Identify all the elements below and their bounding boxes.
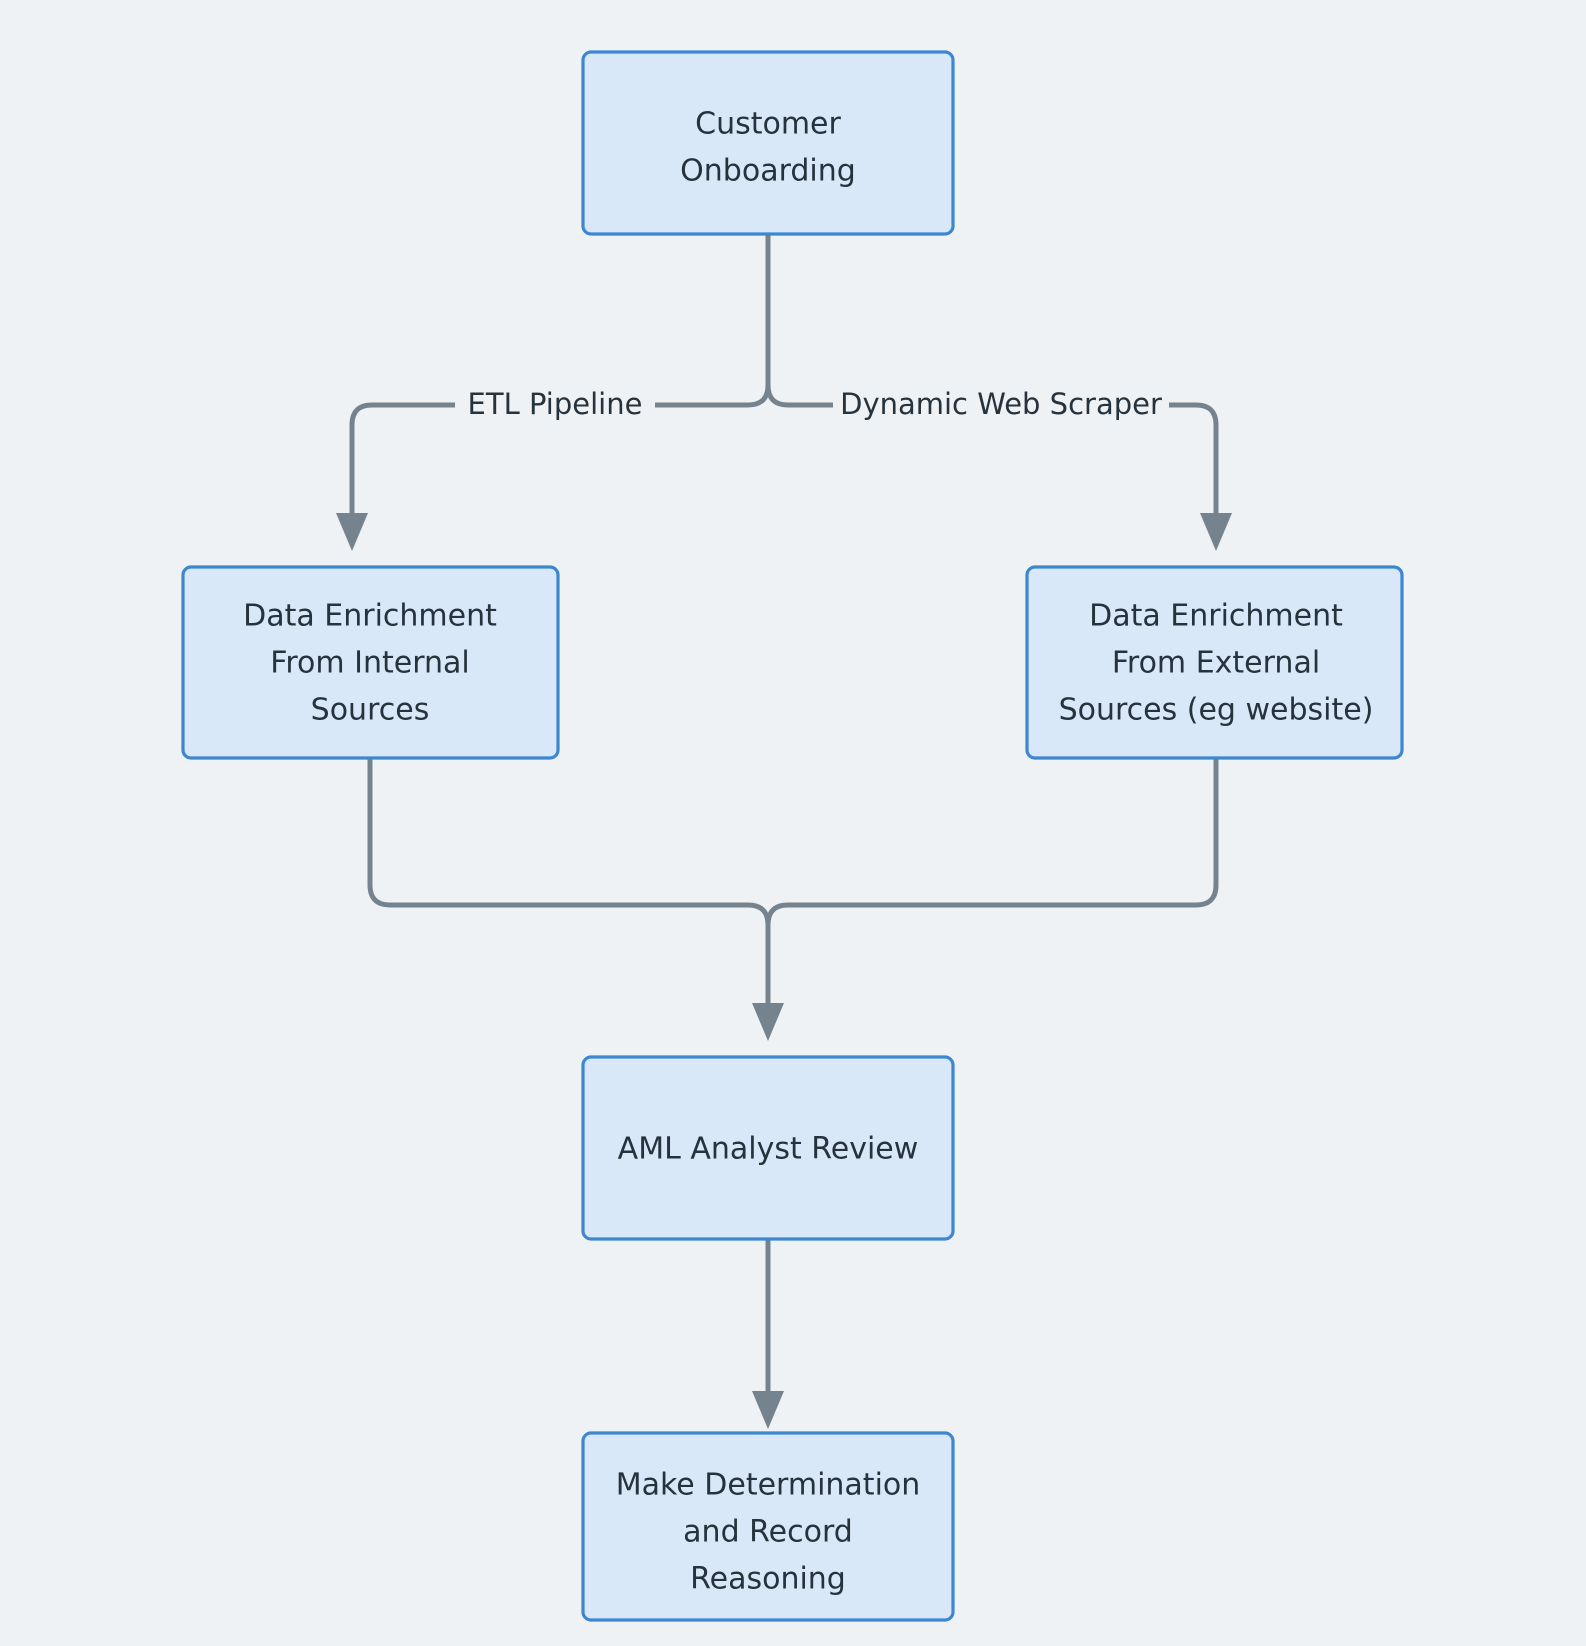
node-data-enrichment-external-line-1: Data Enrichment xyxy=(1089,599,1343,634)
edge-internal-to-review-arrowhead xyxy=(752,1003,784,1041)
edge-label-etl-pipeline: ETL Pipeline xyxy=(455,385,655,425)
edge-label-dynamic-web-scraper-background xyxy=(833,385,1169,425)
node-data-enrichment-internal-rect[interactable] xyxy=(181,565,560,760)
node-aml-analyst-review[interactable]: AML Analyst Review xyxy=(581,1055,955,1241)
edge-label-etl-pipeline-text: ETL Pipeline xyxy=(468,387,643,421)
node-data-enrichment-internal-line-2: From Internal xyxy=(270,646,469,681)
node-customer-onboarding-rect[interactable] xyxy=(581,50,955,236)
node-data-enrichment-internal-line-3: Sources xyxy=(311,693,430,728)
edge-external-to-review xyxy=(765,755,1219,1013)
node-data-enrichment-external-rect[interactable] xyxy=(1025,565,1404,760)
node-customer-onboarding-line-2: Onboarding xyxy=(680,154,856,189)
node-customer-onboarding[interactable]: Customer Onboarding xyxy=(581,50,955,236)
node-aml-analyst-review-rect[interactable] xyxy=(581,1055,955,1241)
edge-review-to-determination-arrowhead xyxy=(752,1391,784,1429)
edge-review-to-determination xyxy=(752,1235,784,1429)
edge-dynamic-web-scraper-path xyxy=(765,230,1219,523)
edge-etl-pipeline-path xyxy=(349,230,771,523)
node-data-enrichment-external-line-2: From External xyxy=(1112,646,1320,681)
edge-label-dynamic-web-scraper: Dynamic Web Scraper xyxy=(833,385,1169,425)
node-data-enrichment-external-line-3: Sources (eg website) xyxy=(1059,693,1374,728)
node-data-enrichment-internal-line-1: Data Enrichment xyxy=(243,599,497,634)
edge-label-layer: ETL Pipeline Dynamic Web Scraper xyxy=(455,385,1169,425)
node-make-determination-line-2: and Record xyxy=(683,1515,853,1550)
node-make-determination-line-1: Make Determination xyxy=(616,1468,921,1503)
node-make-determination-line-3: Reasoning xyxy=(690,1562,846,1597)
edge-label-dynamic-web-scraper-text: Dynamic Web Scraper xyxy=(840,387,1162,421)
edge-internal-to-review-path xyxy=(367,755,771,1013)
node-aml-analyst-review-line-1: AML Analyst Review xyxy=(618,1132,919,1167)
edge-etl-pipeline-arrowhead xyxy=(336,513,368,551)
edge-internal-to-review xyxy=(367,755,784,1041)
node-make-determination-rect[interactable] xyxy=(581,1431,955,1622)
node-layer: Customer Onboarding Data Enrichment From… xyxy=(181,50,1404,1622)
edge-label-etl-pipeline-background xyxy=(455,385,655,425)
edge-dynamic-web-scraper-arrowhead xyxy=(1200,513,1232,551)
node-data-enrichment-external[interactable]: Data Enrichment From External Sources (e… xyxy=(1025,565,1404,760)
node-make-determination[interactable]: Make Determination and Record Reasoning xyxy=(581,1431,955,1622)
node-data-enrichment-internal[interactable]: Data Enrichment From Internal Sources xyxy=(181,565,560,760)
node-customer-onboarding-line-1: Customer xyxy=(695,107,841,142)
edge-external-to-review-path xyxy=(765,755,1219,1013)
